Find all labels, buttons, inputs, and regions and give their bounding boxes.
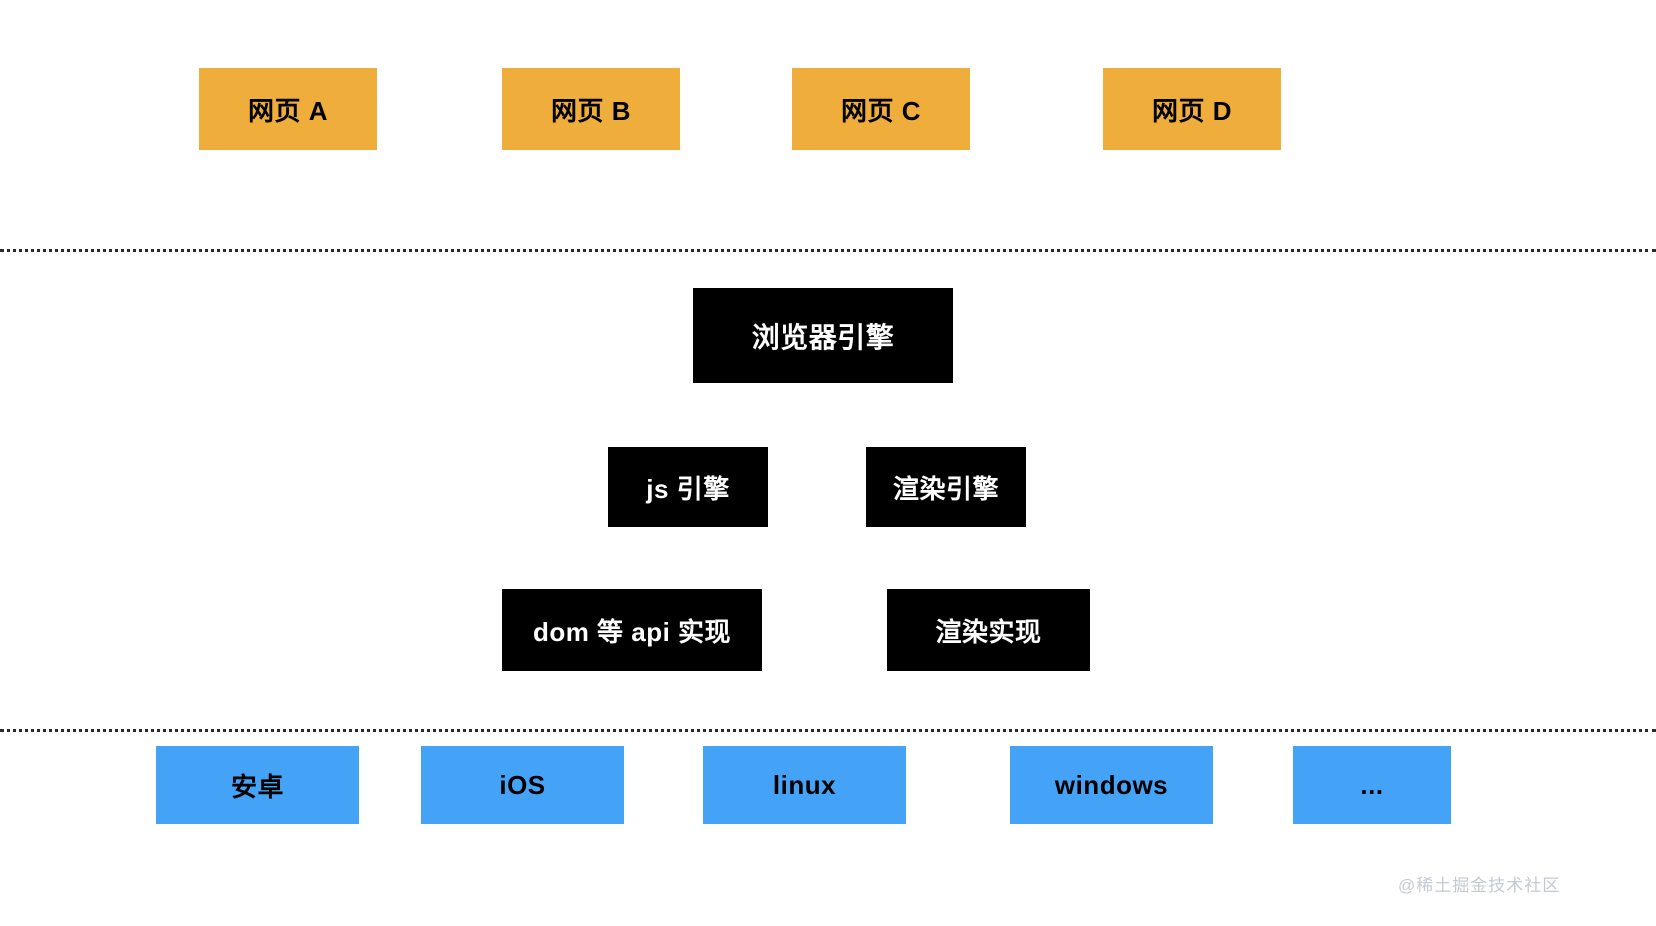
node-label: 网页 A <box>247 95 328 126</box>
node-label: 渲染引擎 <box>892 473 999 504</box>
node-label: 网页 B <box>550 95 631 126</box>
node-web-page-d[interactable]: 网页 D <box>1103 68 1281 150</box>
node-browser-engine[interactable]: 浏览器引擎 <box>693 288 953 383</box>
node-label: 安卓 <box>230 771 284 802</box>
node-label: linux <box>772 769 837 800</box>
node-label: iOS <box>499 769 546 800</box>
node-os-android[interactable]: 安卓 <box>156 746 359 824</box>
node-js-engine[interactable]: js 引擎 <box>608 447 768 527</box>
node-label: 网页 D <box>1151 95 1232 126</box>
node-dom-api-implementation[interactable]: dom 等 api 实现 <box>502 589 762 671</box>
divider-pages-engine <box>0 249 1656 252</box>
node-web-page-c[interactable]: 网页 C <box>792 68 970 150</box>
node-web-page-b[interactable]: 网页 B <box>502 68 680 150</box>
divider-engine-os <box>0 729 1656 732</box>
node-render-engine[interactable]: 渲染引擎 <box>866 447 1026 527</box>
node-os-windows[interactable]: windows <box>1010 746 1213 824</box>
watermark: @稀土掘金技术社区 <box>1398 876 1561 895</box>
node-label: 浏览器引擎 <box>751 321 895 353</box>
node-render-implementation[interactable]: 渲染实现 <box>887 589 1090 671</box>
node-label: 渲染实现 <box>935 616 1042 647</box>
node-label: 网页 C <box>840 95 921 126</box>
node-label: windows <box>1054 769 1169 800</box>
node-label: js 引擎 <box>646 473 730 504</box>
node-os-more[interactable]: ... <box>1293 746 1451 824</box>
node-label: ... <box>1360 769 1384 800</box>
node-web-page-a[interactable]: 网页 A <box>199 68 377 150</box>
node-os-linux[interactable]: linux <box>703 746 906 824</box>
node-label: dom 等 api 实现 <box>532 616 732 647</box>
node-os-ios[interactable]: iOS <box>421 746 624 824</box>
